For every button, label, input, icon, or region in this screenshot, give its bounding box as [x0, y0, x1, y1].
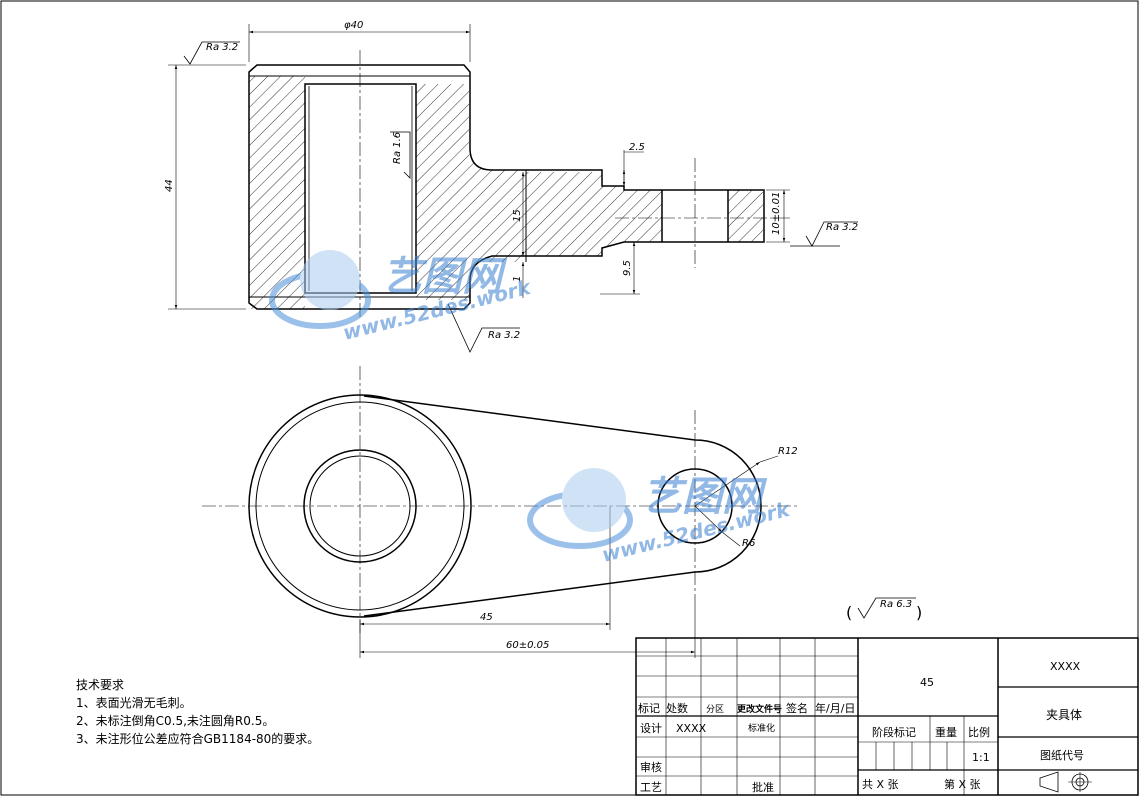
top-dimensions [359, 455, 779, 658]
dim-r6: R6 [742, 538, 755, 549]
tech-requirement-item: 3、未注形位公差应符合GB1184-80的要求。 [76, 732, 320, 746]
tech-requirement-item: 2、未标注倒角C0.5,未注圆角R0.5。 [76, 714, 275, 728]
roughness-right: Ra 3.2 [826, 222, 858, 233]
tb-material: 45 [920, 676, 934, 689]
tech-requirements: 技术要求 1、表面光滑无毛刺。 2、未标注倒角C0.5,未注圆角R0.5。 3、… [76, 676, 319, 748]
top-view [202, 366, 800, 634]
watermark-brand-2: 艺图网 [642, 474, 768, 520]
tech-requirements-title: 技术要求 [76, 678, 125, 692]
dim-phi40: φ40 [344, 20, 363, 31]
watermark-brand-1: 艺图网 [382, 254, 508, 300]
tb-col-count: 处数 [666, 702, 688, 715]
tb-drawing-code: 图纸代号 [1040, 749, 1084, 762]
dim-9-5: 9.5 [622, 260, 633, 276]
tb-review: 审核 [640, 760, 662, 774]
roughness-paren-right: ) [916, 603, 922, 622]
tb-designer: XXXX [676, 722, 707, 735]
tb-part-name: 夹具体 [1046, 708, 1082, 722]
tb-process: 工艺 [640, 781, 662, 794]
tech-requirement-item: 1、表面光滑无毛刺。 [76, 696, 192, 710]
tb-standardize: 标准化 [748, 722, 775, 734]
section-view [248, 50, 790, 320]
dim-r12: R12 [778, 446, 798, 457]
roughness-bore: Ra 1.6 [392, 132, 403, 164]
roughness-general: Ra 6.3 [880, 599, 912, 610]
dim-2-5: 2.5 [629, 142, 645, 153]
tb-col-mark: 标记 [638, 701, 660, 715]
tb-weight: 重量 [935, 725, 957, 739]
tb-scale-value: 1:1 [972, 751, 990, 764]
roughness-top-left: Ra 3.2 [206, 42, 238, 53]
tb-approve: 批准 [752, 780, 774, 794]
tb-col-zone: 分区 [706, 704, 724, 715]
tb-scale-label: 比例 [968, 725, 990, 739]
dim-60: 60±0.05 [506, 640, 549, 651]
dim-45: 45 [480, 612, 493, 623]
tb-company: XXXX [1050, 660, 1081, 673]
tb-col-docno: 更改文件号 [737, 703, 782, 715]
tb-stage-mark: 阶段标记 [872, 725, 916, 739]
dim-44: 44 [164, 179, 175, 192]
roughness-symbols [183, 41, 916, 619]
tb-total-sheets: 共 X 张 [862, 778, 899, 791]
roughness-paren-left: ( [846, 603, 852, 622]
title-block [635, 637, 1139, 796]
roughness-bottom: Ra 3.2 [488, 330, 520, 341]
tb-col-sign: 签名 [786, 701, 808, 715]
tb-sheet-no: 第 X 张 [944, 777, 981, 791]
dim-15: 15 [512, 209, 523, 222]
section-dimensions [168, 24, 790, 310]
watermark-2: 艺图网 www.52des.work [527, 468, 793, 567]
dim-10: 10±0.01 [771, 192, 782, 235]
tb-design-label: 设计 [640, 722, 662, 735]
dim-1: 1 [512, 276, 523, 282]
tb-col-date: 年/月/日 [815, 701, 855, 715]
